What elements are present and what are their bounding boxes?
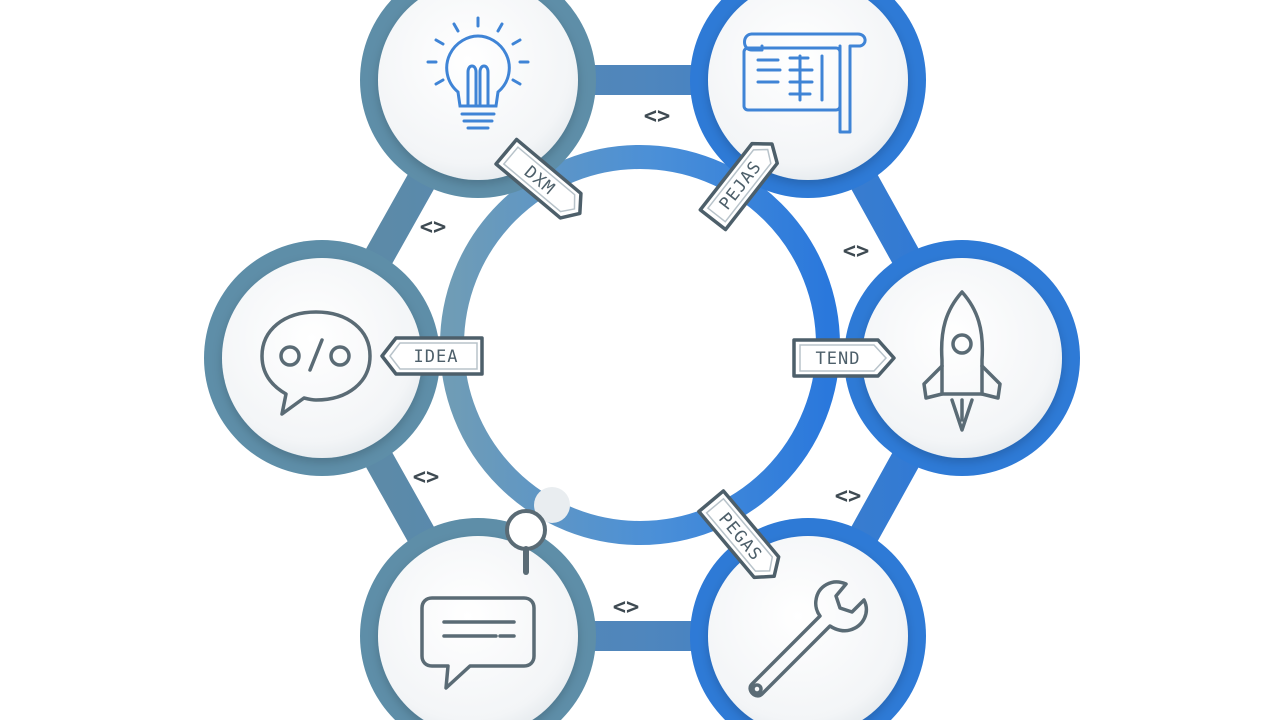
- connector-bottom: <>: [613, 595, 640, 620]
- tag-top-left: DXM: [494, 137, 583, 220]
- rocket-icon: [922, 290, 1002, 432]
- connector-upper-right: <>: [843, 239, 870, 264]
- connector-lower-left: <>: [413, 465, 440, 490]
- node-left: [204, 240, 440, 476]
- node-bottom-right: [690, 518, 926, 720]
- tag-left-label: IDEA: [414, 347, 459, 367]
- tag-bottom-right: PEGAS: [697, 489, 781, 580]
- node-right: [844, 240, 1080, 476]
- node-top-left: [360, 0, 596, 198]
- blueprint-scroll-icon: [742, 32, 867, 134]
- lightbulb-icon: [426, 16, 530, 130]
- speech-bubble-oo-icon: [260, 310, 372, 416]
- tag-right-label: TEND: [816, 349, 861, 369]
- wrench-icon: [748, 580, 869, 698]
- connector-lower-right: <>: [835, 484, 862, 509]
- connector-upper-left: <>: [420, 215, 447, 240]
- tag-left: IDEA: [380, 336, 484, 376]
- node-bottom-left: [360, 518, 596, 720]
- center-ring: [440, 145, 840, 545]
- tag-right: TEND: [792, 338, 896, 378]
- chat-bubble-icon: [420, 596, 536, 690]
- connector-top: <>: [644, 104, 671, 129]
- magnifier-icon: [505, 487, 570, 575]
